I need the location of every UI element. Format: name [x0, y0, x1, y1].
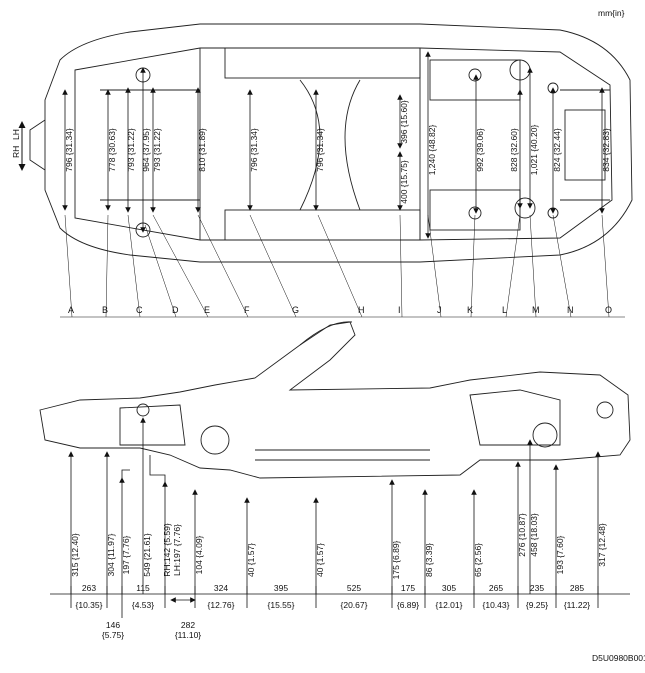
width-dim-o: 834 {32.83} — [601, 128, 611, 172]
unit-label: mm{in} — [598, 8, 625, 18]
length-dim-8-in: {10.43} — [483, 600, 510, 610]
side-view-body — [39, 321, 631, 479]
lh-label: LH — [11, 129, 21, 140]
point-label-l: L — [502, 305, 507, 315]
height-dim-b: 304 {11.97} — [106, 533, 116, 576]
width-dim-a: 796 {31.34} — [64, 128, 74, 172]
length-dim-1-in: {10.35} — [76, 600, 103, 610]
height-dim-k: 65 {2.56} — [473, 543, 483, 577]
point-label-j: J — [437, 305, 442, 315]
length-dim-7: 305 — [442, 583, 456, 593]
height-dimension-labels: 315 {12.40} 304 {11.97} 197 {7.76} 549 {… — [70, 513, 607, 579]
length-dimension-labels: 263 {10.35} 115 {4.53} 324 {12.76} 395 {… — [76, 583, 591, 640]
height-dim-l: 276 {10.87} — [517, 513, 527, 557]
width-dim-d: 964 {37.95} — [141, 128, 151, 172]
length-dim-7-in: {12.01} — [436, 600, 463, 610]
point-label-b: B — [102, 305, 108, 315]
point-label-d: D — [172, 305, 179, 315]
point-label-h: H — [358, 305, 365, 315]
length-dim-6-in: {6.89} — [397, 600, 419, 610]
leader-lines — [64, 214, 610, 318]
height-dim-i: 175 {6.89} — [391, 540, 401, 579]
length-dim-2-in: {4.53} — [132, 600, 154, 610]
width-dim-i-upper: 396 {15.60} — [399, 100, 409, 144]
length-dim-2: 115 — [136, 583, 150, 593]
width-dim-n: 824 {32.44} — [552, 128, 562, 172]
height-dim-f: 104 {4.09} — [194, 535, 204, 574]
width-dim-k: 992 {39.06} — [475, 128, 485, 172]
length-dim-4-in: {15.55} — [268, 600, 295, 610]
height-dim-j: 86 {3.39} — [424, 543, 434, 577]
length-dim-9-in: {9.25} — [526, 600, 548, 610]
length-dim-1: 263 — [82, 583, 96, 593]
width-dim-l: 828 {32.60} — [509, 128, 519, 172]
length-dim-9: 235 — [530, 583, 544, 593]
sub-dim-146-in: {5.75} — [102, 630, 124, 640]
width-dimension-labels: 796 {31.34} 778 {30.63} 793 {31.22} 964 … — [64, 100, 611, 204]
sub-dim-282: 282 — [181, 620, 195, 630]
height-dim-c: 197 {7.76} — [121, 535, 131, 574]
height-dimension-arrows — [68, 417, 601, 594]
width-dim-h: 796 {31.34} — [315, 128, 325, 172]
point-label-i: I — [398, 305, 401, 315]
length-dimension-baseline — [50, 586, 630, 618]
length-dim-5: 525 — [347, 583, 361, 593]
sub-dim-282-in: {11.10} — [175, 630, 201, 640]
width-dim-e: 793 {31.22} — [152, 128, 162, 172]
length-dim-10-in: {11.22} — [564, 600, 590, 610]
width-dim-f: 810 {31.89} — [197, 128, 207, 172]
point-label-n: N — [567, 305, 574, 315]
rh-label: RH — [11, 146, 21, 158]
height-dim-o: 317 {12.48} — [597, 523, 607, 567]
width-dimension-arrows — [62, 51, 605, 239]
figure-code: D5U0980B001 — [592, 653, 645, 663]
length-dim-5-in: {20.67} — [341, 600, 368, 610]
height-dim-n: 193 {7.60} — [555, 535, 565, 574]
length-dim-8: 265 — [489, 583, 503, 593]
underbody-top-view — [29, 23, 633, 263]
width-dim-b: 778 {30.63} — [107, 128, 117, 172]
length-dim-6: 175 — [401, 583, 415, 593]
height-dim-e-lh: LH:197 {7.76} — [172, 524, 182, 576]
length-dim-10: 285 — [570, 583, 584, 593]
height-dim-g: 40 {1.57} — [246, 543, 256, 577]
height-dim-d: 549 {21.61} — [142, 533, 152, 577]
length-dim-3-in: {12.76} — [208, 600, 235, 610]
width-dim-i-lower: 400 {15.75} — [399, 160, 409, 204]
width-dim-j: 1,240 {48.82} — [427, 125, 437, 176]
sub-dim-146: 146 — [106, 620, 120, 630]
width-dim-m: 1,021 {40.20} — [529, 125, 539, 176]
width-dim-g: 796 {31.34} — [249, 128, 259, 172]
point-label-f: F — [244, 305, 250, 315]
height-dim-e-rh: RH:142 {5.59} — [162, 523, 172, 577]
point-label-c: C — [136, 305, 143, 315]
measuring-point-labels: A B C D E F G H I J K L M N O — [60, 305, 625, 318]
height-dim-m: 458 {18.03} — [529, 513, 539, 557]
point-label-e: E — [204, 305, 210, 315]
point-label-g: G — [292, 305, 299, 315]
length-dim-4: 395 — [274, 583, 288, 593]
height-dim-h: 40 {1.57} — [315, 543, 325, 577]
height-dim-a: 315 {12.40} — [70, 533, 80, 577]
orientation-indicator: RH LH — [11, 121, 26, 171]
width-dim-c: 793 {31.22} — [126, 128, 136, 172]
point-label-a: A — [68, 305, 74, 315]
point-label-k: K — [467, 305, 473, 315]
length-dim-3: 324 — [214, 583, 228, 593]
